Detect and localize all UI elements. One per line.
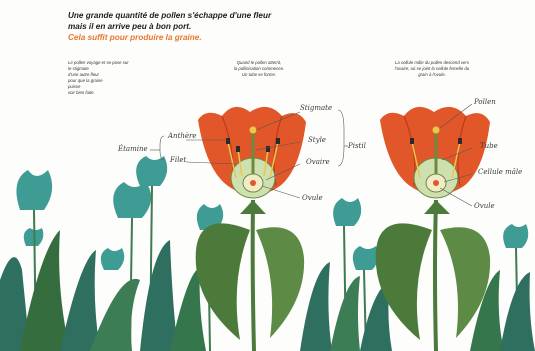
note-right-line: grain à l'ovule. [372,72,492,78]
label-pollen: Pollen [474,98,496,106]
label-ovule-right: Ovule [474,202,495,210]
label-filet: Filet [170,156,186,164]
tulip-diagram-right [376,107,490,351]
tulip-diagram-left [196,107,306,351]
note-right: La cellule mâle du pollen descend vers l… [372,60,492,78]
label-anthere: Anthère [168,132,197,140]
label-tube: Tube [480,142,498,150]
headline-line-2: mais il en arrive peu à bon port. [68,21,308,32]
label-ovule: Ovule [302,194,323,202]
label-ovaire: Ovaire [306,158,330,166]
label-cellule-male: Cellule mâle [478,168,522,176]
note-left: Le pollen voyage et se pose sur le stigm… [68,60,148,96]
note-left-line: voir bien faite. [68,90,148,96]
label-pistil: Pistil [348,142,366,150]
note-center-line: Un tube se forme. [214,72,304,78]
note-center: Quand le pollen atterrit, la pollinisati… [214,60,304,78]
label-etamine: Étamine [118,145,148,153]
headline-line-1: Une grande quantité de pollen s'échappe … [68,10,308,21]
headline-line-3: Cela suffit pour produire la graine. [68,32,308,43]
label-stigmate: Stigmate [300,104,332,112]
headline: Une grande quantité de pollen s'échappe … [68,10,308,43]
label-style: Style [308,136,326,144]
